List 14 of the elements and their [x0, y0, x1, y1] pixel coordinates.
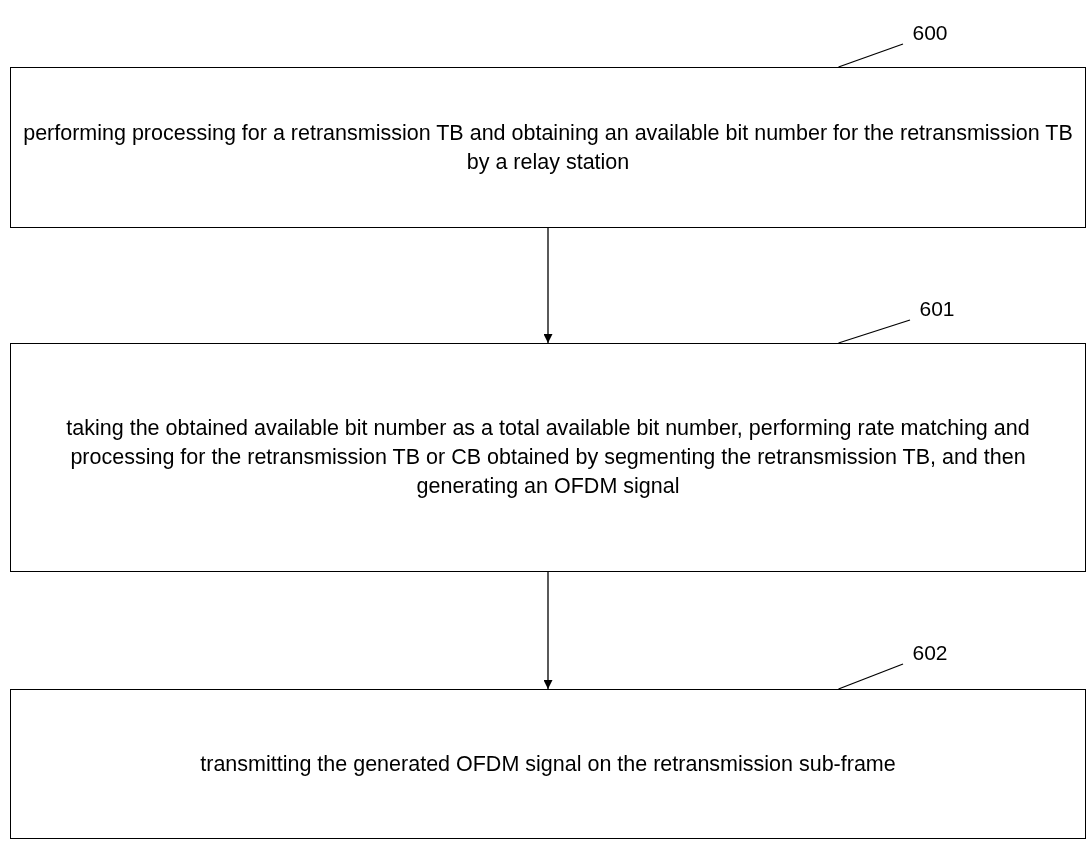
step-text: taking the obtained available bit number as a total available bit number, performing rate matching and processing for the retransmission TB or CB obtained by segmenting the retransmission TB, and then generating an OFDM signal [65, 415, 1031, 500]
step-text: transmitting the generated OFDM signal on the retransmission sub-frame [200, 750, 896, 778]
leader-line [837, 319, 911, 344]
reference-number: 600 [905, 20, 955, 46]
reference-number: 602 [905, 640, 955, 666]
leader-line [837, 43, 904, 68]
process-box [10, 67, 1086, 228]
arrow [543, 571, 553, 690]
step-text: performing processing for a retransmission TB and obtaining an available bit number for the retransmission TB by a relay station [22, 119, 1074, 176]
reference-number: 601 [912, 296, 962, 322]
arrow [543, 227, 553, 344]
process-box [10, 689, 1086, 839]
process-box [10, 343, 1086, 572]
leader-line [837, 663, 904, 690]
